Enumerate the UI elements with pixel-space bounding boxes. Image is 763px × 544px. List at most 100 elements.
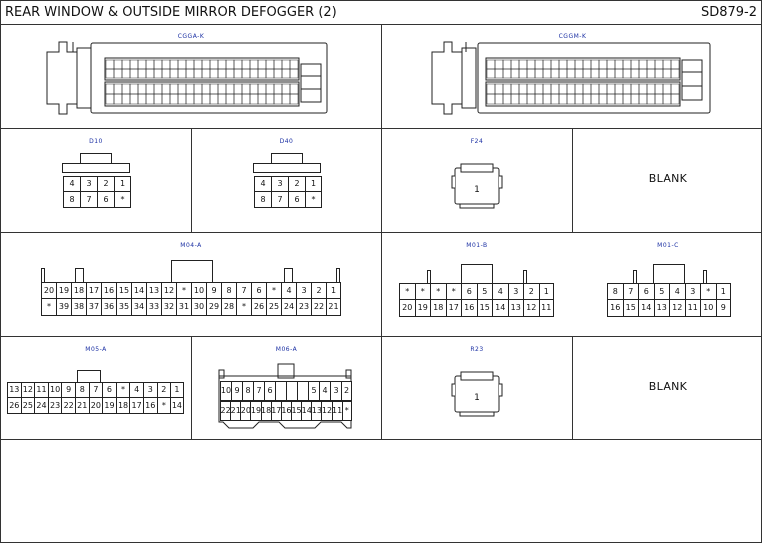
ecu-pin [518,68,528,79]
ecu-pin [105,68,115,79]
pin-cell: 32 [161,299,176,316]
ecu-pin [502,68,512,79]
ecu-pin [121,93,131,105]
grid-line [191,336,192,439]
ecu-pin [129,83,139,95]
ecu-pin [582,59,592,70]
ecu-pin [550,68,560,79]
ecu-pin [494,93,504,105]
ecu-pin [574,68,584,79]
ecu-pin [558,68,568,79]
ecu-pin [217,59,227,70]
pin-cell: 3 [142,382,157,398]
pin-cell: 10 [700,300,716,317]
ecu-pin [105,93,115,105]
pin-cell: 8 [607,283,623,300]
ecu-pin [582,93,592,105]
ecu-pin [510,59,520,70]
pin-cell: 8 [254,192,271,208]
ecu-pin [654,93,664,105]
ecu-pin [121,59,131,70]
ecu-pin [161,59,171,70]
ecu-pin [113,68,123,79]
ecu-pin [614,93,624,105]
pin-label: 1 [474,393,480,403]
ecu-pin [185,68,195,79]
pin-cell: 23 [296,299,311,316]
connector-name: M04-A [180,242,202,249]
pin-cell: 23 [47,398,62,414]
ecu-pin [486,59,496,70]
ecu-pin [566,93,576,105]
ecu-pin [153,93,163,105]
ecu-pin [225,59,235,70]
ecu-pin [281,93,291,105]
pin-cell: 29 [206,299,221,316]
pin-cell: 16 [280,401,291,421]
ecu-pin [113,83,123,95]
pin-cell: 22 [311,299,326,316]
ecu-pin [646,93,656,105]
pin-cell: 1 [715,283,731,300]
ecu-pin [502,93,512,105]
ecu-pin [598,83,608,95]
pin-cell: 10 [191,282,206,299]
cell-blank: BLANK [573,336,763,439]
ecu-pin [113,93,123,105]
connector-m06-a-housing [218,363,352,429]
pin-cell: 15 [622,300,638,317]
ecu-pin [574,83,584,95]
pin-cell: 7 [236,282,251,299]
ecu-pin [638,83,648,95]
grid-line [191,128,192,232]
ecu-pin [534,93,544,105]
connector-latch [171,260,213,282]
pin-cell: * [176,282,191,299]
ecu-pin [185,83,195,95]
pin-cell: 24 [281,299,296,316]
ecu-pin [193,68,203,79]
ecu-pin [526,68,536,79]
ecu-pin [534,68,544,79]
pin-cell: * [700,283,716,300]
ecu-pin [281,59,291,70]
ecu-pin [289,93,299,105]
ecu-pin [177,68,187,79]
ecu-pin [518,59,528,70]
ecu-pin [217,93,227,105]
pin-cell: 4 [254,176,271,192]
pin-cell: 12 [321,401,332,421]
pin-cell: 2 [288,176,305,192]
ecu-pin [494,59,504,70]
ecu-pin [566,68,576,79]
ecu-pin [145,68,155,79]
ecu-pin [582,83,592,95]
ecu-pin [558,93,568,105]
ecu-pin [662,93,672,105]
pin-cell: 9 [231,381,242,401]
ecu-pin [526,59,536,70]
ecu-pin [265,83,275,95]
ecu-connector-cggm-k [431,41,711,115]
ecu-pin [161,93,171,105]
connector-name: M05-A [85,346,107,353]
diagram-code: SD879-2 [700,5,757,20]
connector-hood [253,163,321,173]
pin-cell: 8 [74,382,89,398]
pin-cell: 13 [507,300,523,317]
pin-cell: 12 [523,300,539,317]
ecu-pin [233,93,243,105]
ecu-pin [257,59,267,70]
ecu-pin [185,93,195,105]
connector-key [284,268,293,282]
ecu-pin [542,68,552,79]
